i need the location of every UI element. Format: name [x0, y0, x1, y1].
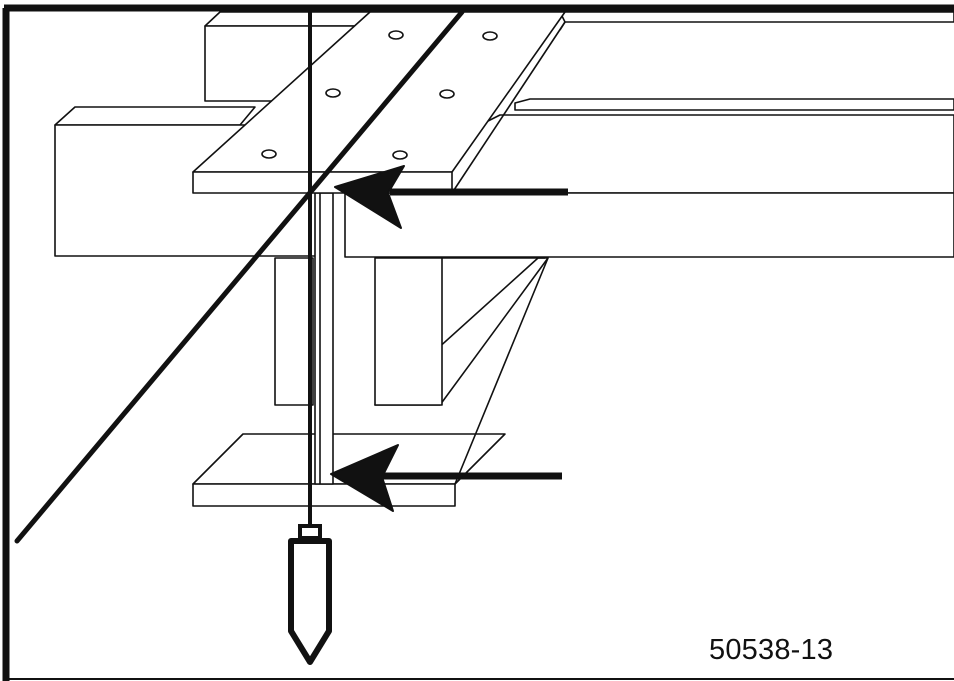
- diagonal-brace-line: [14, 9, 465, 544]
- plumb-bob-icon: [288, 524, 332, 665]
- bolt-hole: [482, 31, 498, 41]
- bolt-hole: [388, 30, 404, 40]
- right-rail-upper: [514, 11, 954, 111]
- frame-border: [2, 4, 954, 681]
- bolt-hole: [392, 150, 408, 160]
- right-post: [374, 257, 443, 406]
- bolt-hole: [439, 89, 455, 99]
- bolt-hole: [325, 88, 341, 98]
- arrow-left-icon: [330, 444, 562, 512]
- figure-id-label: 50538-13: [709, 634, 834, 666]
- vertical-channel: [314, 192, 334, 485]
- bolt-holes: [261, 30, 498, 160]
- left-post: [274, 257, 314, 406]
- arrow-left-icon: [334, 165, 568, 229]
- bolt-hole: [261, 149, 277, 159]
- right-beam: [344, 114, 954, 258]
